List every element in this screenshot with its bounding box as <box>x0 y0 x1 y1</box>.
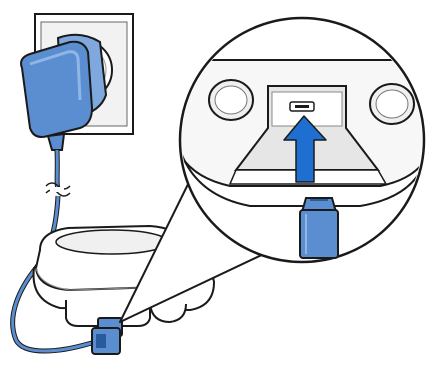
magnified-callout-icon <box>119 16 426 323</box>
connector-plug-icon <box>91 317 123 355</box>
power-adapter-icon <box>20 33 108 151</box>
insert-direction-arrow-icon <box>283 115 327 183</box>
callout-connector-plug <box>299 197 339 259</box>
